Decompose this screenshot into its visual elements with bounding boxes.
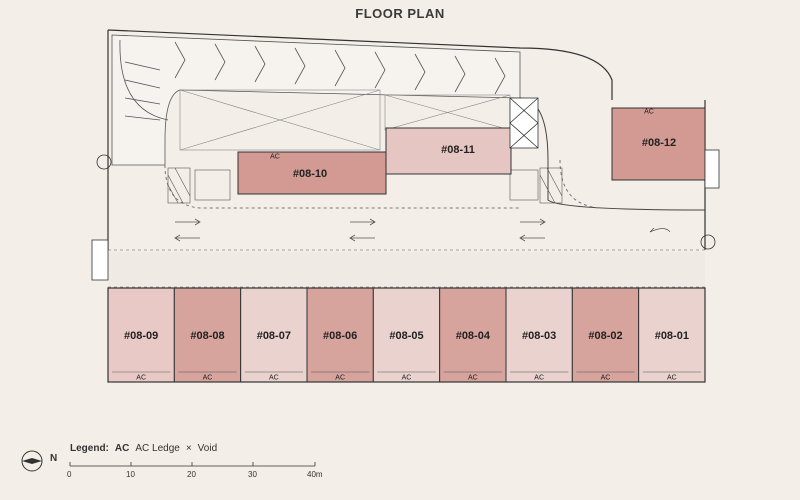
ac-ledge-label: AC <box>335 374 346 382</box>
ac-ledge-label: AC <box>401 374 412 382</box>
void-icon: × <box>185 443 192 454</box>
unit-label-08-06: #08-06 <box>323 330 358 342</box>
page-title: FLOOR PLAN <box>355 6 445 21</box>
ac-ledge-label: AC <box>666 374 677 382</box>
legend-ac-text: AC Ledge <box>135 443 180 454</box>
scale-tick-20: 20 <box>187 470 196 479</box>
unit-08-12-shape <box>611 107 706 181</box>
unit-08-02-shape <box>571 287 640 383</box>
ac-ledge-label: AC <box>136 374 147 382</box>
ac-ledge-label: AC <box>202 374 213 382</box>
unit-label-08-01: #08-01 <box>654 330 689 342</box>
unit-08-10-shape <box>237 151 387 195</box>
scale-tick-10: 10 <box>126 470 135 479</box>
ac-ledge-label: AC <box>270 153 280 161</box>
ac-ledge-label: AC <box>600 374 611 382</box>
bottom-block-outline <box>107 287 706 383</box>
unit-label-08-03: #08-03 <box>522 330 557 342</box>
compass-icon <box>21 450 43 472</box>
scale-tick-30: 30 <box>248 470 257 479</box>
void-area <box>179 89 511 151</box>
unit-08-04-shape <box>439 287 507 383</box>
ac-ledge-label: AC <box>268 374 279 382</box>
legend-ac-code: AC <box>114 443 130 454</box>
unit-label-08-02: #08-02 <box>588 330 623 342</box>
unit-label-08-11: #08-11 <box>441 144 475 156</box>
ac-ledge-label: AC <box>534 374 545 382</box>
left-driveway <box>164 164 520 209</box>
car-ramp <box>111 34 521 166</box>
ac-ledge-label: AC <box>467 374 478 382</box>
corridor-band <box>108 252 705 286</box>
legend-title: Legend: <box>70 443 109 454</box>
unit-label-08-08: #08-08 <box>190 330 225 342</box>
bottom-units <box>107 287 706 383</box>
unit-08-11-shape <box>385 127 512 175</box>
scale-tick-0: 0 <box>67 470 72 479</box>
site-outline <box>107 29 613 100</box>
lift-core <box>509 97 539 149</box>
legend-void-text: Void <box>197 443 218 454</box>
hatched-blocks <box>167 167 563 204</box>
stair-core <box>91 149 720 281</box>
unit-08-07-shape <box>240 287 308 383</box>
unit-label-08-10: #08-10 <box>292 168 328 180</box>
unit-label-08-12: #08-12 <box>641 137 677 149</box>
scale-tick-40: 40m <box>307 470 323 479</box>
unit-label-08-09: #08-09 <box>124 330 159 342</box>
traffic-arrows <box>174 218 671 242</box>
scale-bar <box>69 462 316 467</box>
unit-label-08-07: #08-07 <box>256 330 291 342</box>
driveway-dash <box>559 159 601 209</box>
ac-ledge-label: AC <box>644 108 654 116</box>
legend: Legend: AC AC Ledge × Void <box>70 443 217 454</box>
unit-08-06-shape <box>306 287 374 383</box>
unit-label-08-04: #08-04 <box>455 330 490 342</box>
compass-label: N <box>50 453 58 464</box>
unit-label-08-05: #08-05 <box>389 330 424 342</box>
